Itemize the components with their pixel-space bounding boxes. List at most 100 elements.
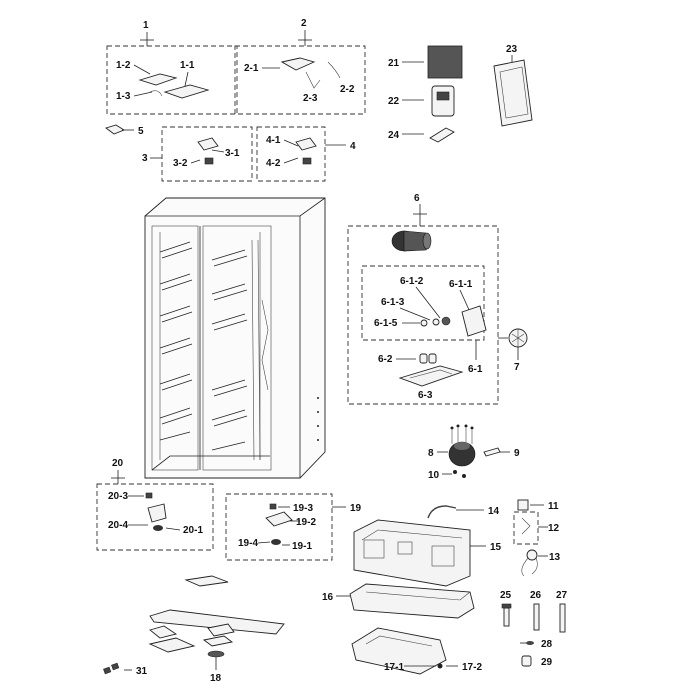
part-29: 29 [521, 655, 553, 668]
label-16: 16 [322, 592, 334, 603]
label-31: 31 [136, 666, 148, 677]
label-1: 1 [143, 20, 149, 31]
label-6-2: 6-2 [378, 354, 393, 365]
part-15: 15 [353, 519, 502, 587]
label-3: 3 [142, 153, 148, 164]
label-19-3: 19-3 [293, 503, 313, 514]
label-13: 13 [549, 552, 561, 563]
label-20-4: 20-4 [108, 520, 128, 531]
part-23: 23 [493, 44, 533, 127]
clip-part-31 [103, 666, 112, 675]
hinge-part-20 [147, 503, 167, 523]
screw-part-25 [503, 607, 510, 627]
part-7: 7 [498, 328, 528, 373]
case-part-22 [431, 85, 455, 117]
label-18: 18 [210, 673, 222, 684]
label-4-2: 4-2 [266, 158, 281, 169]
part-21: 21 [388, 45, 463, 79]
label-7: 7 [514, 362, 520, 373]
label-3-2: 3-2 [173, 158, 188, 169]
cabinet-side-rivets [317, 397, 319, 441]
part-group-3: 3 3-1 3-2 [142, 126, 253, 182]
part-24: 24 [388, 127, 455, 143]
label-4-1: 4-1 [266, 135, 281, 146]
label-19-4: 19-4 [238, 538, 258, 549]
label-5: 5 [138, 126, 144, 137]
label-28: 28 [541, 639, 553, 650]
label-22: 22 [388, 96, 400, 107]
part-5: 5 [105, 124, 144, 137]
label-24: 24 [388, 130, 400, 141]
wire-part-2-2 [327, 61, 341, 79]
label-6-1-1: 6-1-1 [449, 279, 473, 290]
part-6-2 [419, 353, 428, 364]
filter-pad-part-21 [427, 45, 463, 79]
label-21: 21 [388, 58, 400, 69]
sensor-part-24 [429, 127, 455, 143]
shaft-part-27 [559, 603, 566, 633]
label-3-1: 3-1 [225, 148, 240, 159]
shaft-part-26 [533, 603, 540, 631]
part-group-19: 19 19-3 19-2 19-4 19-1 [225, 493, 362, 561]
washer-part-20-4 [153, 525, 163, 531]
label-6-1: 6-1 [468, 364, 483, 375]
wire-part-2-3 [305, 71, 321, 89]
label-2-3: 2-3 [303, 93, 318, 104]
part-18-plate [148, 637, 196, 653]
part-10: 10 [428, 470, 466, 481]
screw-part-4 [302, 157, 312, 165]
frame-part-23 [493, 59, 533, 127]
label-1-2: 1-2 [116, 60, 131, 71]
damper-part-4 [295, 137, 317, 151]
part-18-top-bracket [184, 575, 229, 587]
drain-pan-part-17 [351, 627, 447, 675]
part-18: 18 [148, 575, 285, 684]
screw-part-20-3 [145, 492, 153, 499]
part-22: 22 [388, 85, 455, 117]
label-2: 2 [301, 18, 307, 29]
heater-part-2-1 [280, 57, 316, 71]
part-group-6: 6 6-1-2 6-1-1 6-1-3 6-1-5 6-1 6-2 6-3 [347, 193, 499, 405]
label-12: 12 [548, 523, 560, 534]
label-2-2: 2-2 [340, 84, 355, 95]
part-6-1-3 [432, 318, 440, 326]
hinge-part-19-2 [265, 511, 293, 527]
label-26: 26 [530, 590, 542, 601]
part-group-1: 1 1-2 1-3 1-1 [106, 20, 238, 115]
label-2-1: 2-1 [244, 63, 259, 74]
washer-part-28 [526, 641, 534, 645]
cap-part-29 [521, 655, 532, 667]
label-23: 23 [506, 44, 518, 55]
tray-part-6-3 [398, 365, 464, 387]
part-14: 14 [427, 505, 500, 519]
label-6-1-5: 6-1-5 [374, 318, 398, 329]
part-27: 27 [556, 590, 568, 633]
base-cover-part-16 [349, 583, 475, 619]
part-9: 9 [483, 447, 520, 459]
label-1-3: 1-3 [116, 91, 131, 102]
label-4: 4 [350, 141, 356, 152]
washer-part-19-4 [271, 539, 281, 545]
label-19-1: 19-1 [292, 541, 312, 552]
label-19: 19 [350, 503, 362, 514]
fan-motor-part-1-1 [163, 84, 210, 99]
case-part-22-window [436, 91, 450, 101]
part-31: 31 [103, 662, 148, 677]
label-19-2: 19-2 [296, 517, 316, 528]
label-17-2: 17-2 [462, 662, 482, 673]
label-11: 11 [548, 501, 559, 512]
wire-part-1-3 [149, 90, 163, 97]
screw-part-3 [204, 157, 214, 165]
part-12: 12 [513, 511, 560, 545]
part-18-rail [149, 609, 285, 635]
pipe-part-14 [427, 505, 457, 519]
label-15: 15 [490, 542, 502, 553]
label-1-1: 1-1 [180, 60, 195, 71]
cabinet-left-shelf-rails [159, 241, 193, 441]
part-17: 17-1 17-2 [351, 627, 482, 675]
part-11: 11 [517, 499, 559, 512]
label-14: 14 [488, 506, 500, 517]
part-16: 16 [322, 583, 475, 619]
label-8: 8 [428, 448, 434, 459]
